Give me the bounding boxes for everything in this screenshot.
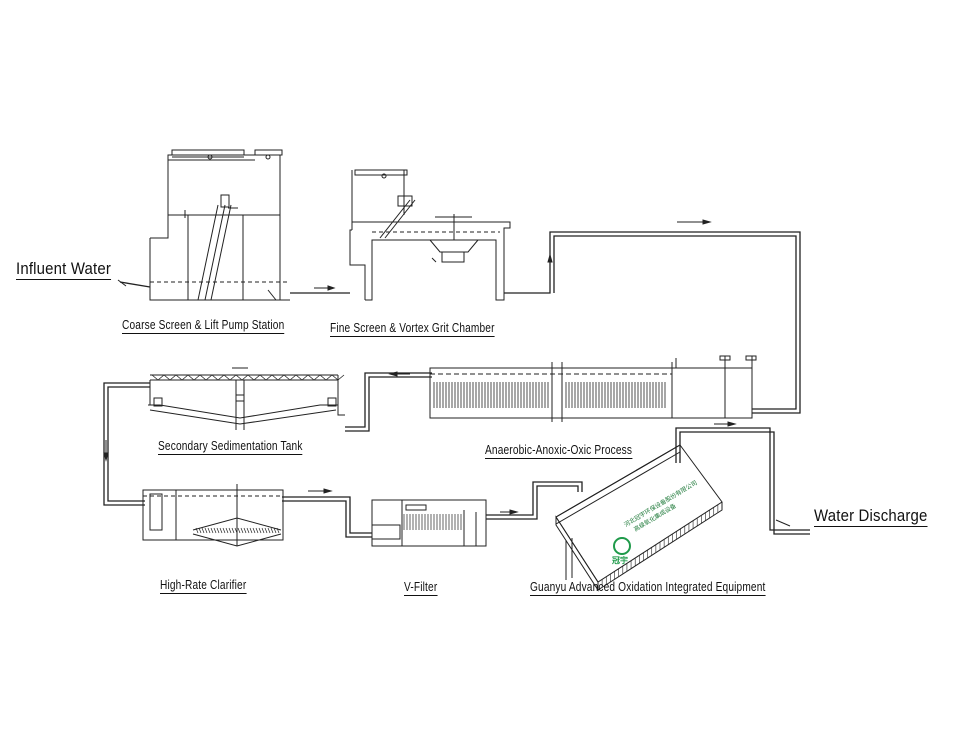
pipe-network: [104, 232, 810, 537]
filter-media: [404, 514, 461, 530]
guanyu-logo-text: 冠宇: [612, 556, 628, 565]
fine-screen-label: Fine Screen & Vortex Grit Chamber: [330, 320, 495, 337]
guanyu-container: [556, 445, 722, 590]
coarse-screen-station: [150, 150, 290, 300]
influent-water-label: Influent Water: [16, 259, 112, 280]
fine-screen-grit-chamber: [350, 170, 510, 300]
high-rate-clarifier-label: High-Rate Clarifier: [160, 577, 247, 594]
water-discharge-label: Water Discharge: [814, 506, 928, 527]
guanyu-equipment-label: Guanyu Advanced Oxidation Integrated Equ…: [530, 579, 766, 596]
flow-arrows: [104, 220, 790, 526]
aao-label: Anaerobic-Anoxic-Oxic Process: [485, 442, 633, 459]
secondary-sedimentation-label: Secondary Sedimentation Tank: [158, 438, 303, 455]
secondary-sedimentation-tank: [148, 368, 345, 430]
bridge-truss: [152, 375, 344, 380]
v-filter-label: V-Filter: [404, 579, 438, 596]
coarse-screen-label: Coarse Screen & Lift Pump Station: [122, 317, 285, 334]
aao-diffusers: [434, 382, 665, 408]
v-filter: [372, 500, 486, 546]
container-ribs: [598, 502, 722, 590]
aao-tank: [430, 356, 756, 422]
high-rate-clarifier: [143, 484, 283, 546]
clarifier-tube-settlers: [196, 528, 279, 533]
